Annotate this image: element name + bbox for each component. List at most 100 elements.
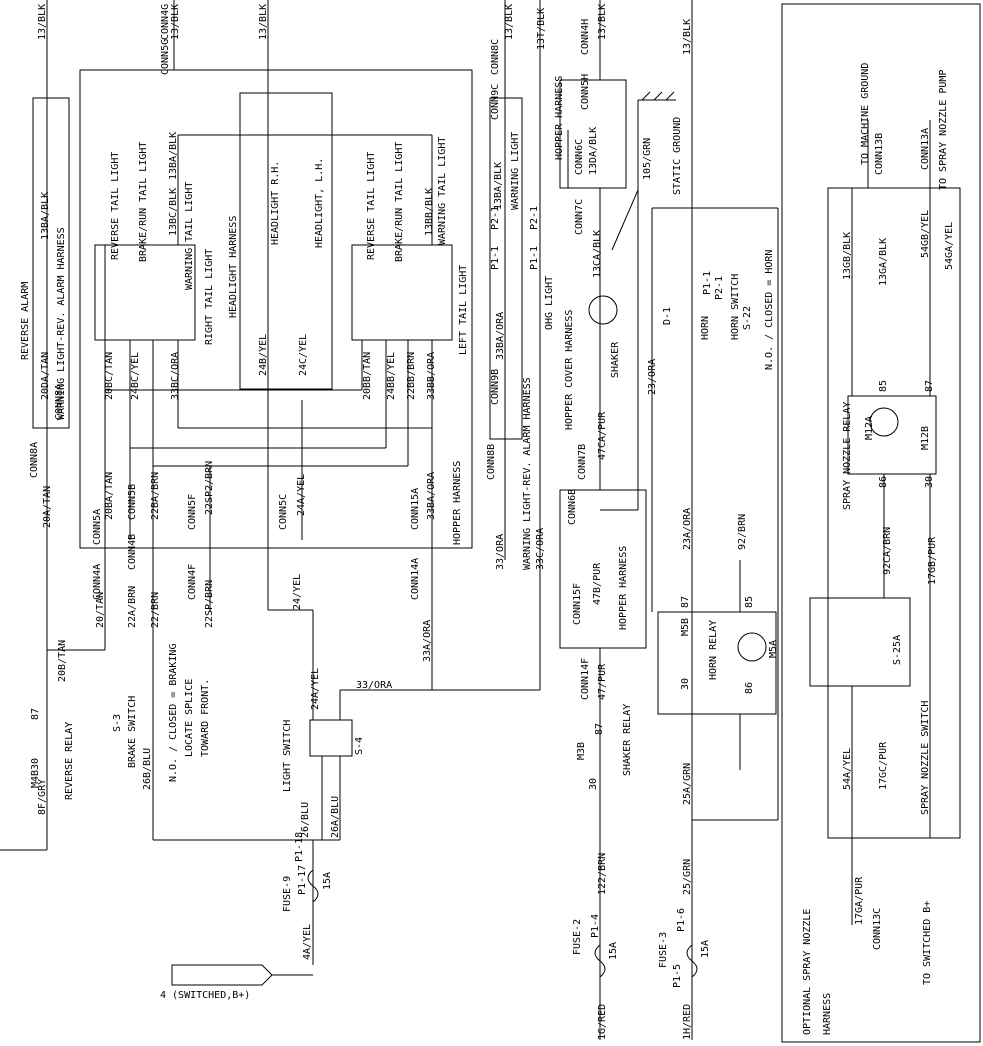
label-reverse-alarm: REVERSE ALARM [20, 282, 31, 360]
label-13bcblk: 13BC/BLK [168, 188, 179, 236]
label-p21-b: P2-1 [490, 206, 501, 230]
label-spray-switch: SPRAY NOZZLE SWITCH [920, 701, 931, 815]
label-54gayel: 54GA/YEL [944, 222, 955, 270]
label-m5b: M5B [680, 618, 691, 636]
label-h85: 85 [744, 596, 755, 608]
label-p14: P1-4 [590, 914, 601, 938]
label-conn13a: CONN13A [920, 128, 931, 170]
label-13blk-1: 13/BLK [37, 4, 48, 40]
label-h87: 87 [680, 596, 691, 608]
label-p16: P1-6 [676, 908, 687, 932]
label-to-ground: TO MACHINE GROUND [860, 63, 871, 165]
label-13gbblk: 13GB/BLK [842, 232, 853, 280]
label-to-pump: TO SPRAY NOZZLE PUMP [938, 70, 949, 190]
label-r30: 30 [30, 758, 41, 770]
label-15a: 15A [322, 872, 333, 890]
label-horn-relay: HORN RELAY [708, 620, 719, 680]
label-s25a: S-25A [892, 635, 903, 665]
label-17gapur: 17GA/PUR [854, 876, 865, 925]
label-conn4f: CONN4F [187, 564, 198, 600]
label-p118: P1-18 [294, 832, 305, 862]
label-13blk-6: 13/BLK [682, 19, 693, 55]
label-to-switched: TO SWITCHED B+ [922, 901, 933, 985]
label-shaker-relay: SHAKER RELAY [622, 704, 633, 776]
label-hopper-harness-mid: HOPPER HARNESS [618, 546, 629, 630]
label-20batan: 20BA/TAN [104, 472, 115, 520]
tail-light-harness-frame [79, 69, 473, 549]
label-22brn: 22/BRN [150, 592, 161, 628]
label-conn8c: CONN8C [490, 39, 501, 75]
label-20atan: 20A/TAN [42, 486, 53, 528]
warning-light-box [489, 97, 523, 440]
label-24cyel: 24C/YEL [298, 334, 309, 376]
label-1hred: 1H/RED [682, 1004, 693, 1040]
label-fuse9: FUSE-9 [282, 876, 293, 912]
label-33bbora: 33BB/ORA [426, 352, 437, 400]
label-20bctan: 20BC/TAN [104, 352, 115, 400]
label-p11: P1-1 [702, 271, 713, 295]
label-20bbtan: 20BB/TAN [362, 352, 373, 400]
label-13bablk-top: 13BA/BLK [40, 192, 51, 240]
label-p11-c: P1-1 [529, 246, 540, 270]
label-22bbbrn: 22BB/BRN [406, 352, 417, 400]
label-conn6b: CONN6B [567, 489, 578, 525]
label-conn4a: CONN4A [92, 564, 103, 600]
label-33cora: 33C/ORA [535, 528, 546, 570]
label-conn5b: CONN5B [127, 484, 138, 520]
label-conn7b: CONN7B [577, 444, 588, 480]
label-13bablk: 13BA/BLK [493, 162, 504, 210]
reverse-alarm-box [32, 97, 70, 429]
label-33bcora: 33BC/ORA [170, 352, 181, 400]
label-p21: P2-1 [714, 276, 725, 300]
label-92cabrn: 92CA/BRN [882, 527, 893, 575]
label-reverse-relay: REVERSE RELAY [64, 722, 75, 800]
label-headlight-lh: HEADLIGHT, L.H. [314, 158, 325, 248]
label-16red: 1G/RED [597, 1004, 608, 1040]
label-fuse3: FUSE-3 [658, 932, 669, 968]
label-warning-tail: WARNING TAIL LIGHT [184, 182, 195, 290]
label-13dablk: 13DA/BLK [588, 127, 599, 175]
label-13t: 13T/BLK [536, 8, 547, 50]
spray-nozzle-inner-box [827, 187, 961, 839]
mid-right-wires [504, 95, 779, 821]
label-conn5c: CONN5C [278, 494, 289, 530]
label-86: 86 [878, 476, 889, 488]
label-85: 85 [878, 380, 889, 392]
label-conn5f: CONN5F [187, 494, 198, 530]
label-horn: HORN [700, 316, 711, 340]
label-m12b: M12B [920, 426, 931, 450]
ground-icon [638, 91, 676, 101]
label-8fgry: 8F/GRY [37, 779, 48, 815]
label-p15: P1-5 [672, 964, 683, 988]
label-h86: 86 [744, 682, 755, 694]
label-33ora-h: 33/ORA [356, 680, 392, 691]
left-tail-light-box [351, 244, 453, 341]
spray-relay-box [847, 395, 937, 475]
label-conn4b: CONN4B [127, 534, 138, 570]
label-d1: D-1 [662, 307, 673, 325]
label-24ayel-top: 24A/YEL [296, 474, 307, 516]
label-h30: 30 [680, 678, 691, 690]
label-conn4g: CONN4G [160, 4, 171, 40]
label-26blu: 26/BLU [300, 802, 311, 838]
light-switch-box [309, 719, 353, 757]
connector-labels: CONN8A CONN8A CONN5A CONN4A CONN5B CONN4… [29, 4, 931, 950]
label-13ablk: 13BA/BLK [168, 132, 179, 180]
label-m3b: M3B [576, 742, 587, 760]
label-p117: P1-17 [297, 865, 308, 895]
label-30: 30 [924, 476, 935, 488]
label-22sp: 22SP/BRN [204, 580, 215, 628]
label-54gbyel: 54GB/YEL [920, 210, 931, 258]
label-22sp2: 22SP2/BRN [204, 461, 215, 515]
label-20tan: 20/TAN [95, 592, 106, 628]
label-33aora: 33A/ORA [422, 620, 433, 662]
label-r87: 87 [30, 708, 41, 720]
label-33ora: 33/ORA [495, 534, 506, 570]
label-47pur: 47/PUR [597, 663, 608, 700]
label-harness: HARNESS [822, 993, 833, 1035]
label-20datan: 20DA/TAN [40, 352, 51, 400]
label-25agrn: 25A/GRN [682, 763, 693, 805]
label-s30: 30 [588, 778, 599, 790]
lower-left-wires [47, 540, 540, 841]
label-conn8b: CONN8B [486, 444, 497, 480]
